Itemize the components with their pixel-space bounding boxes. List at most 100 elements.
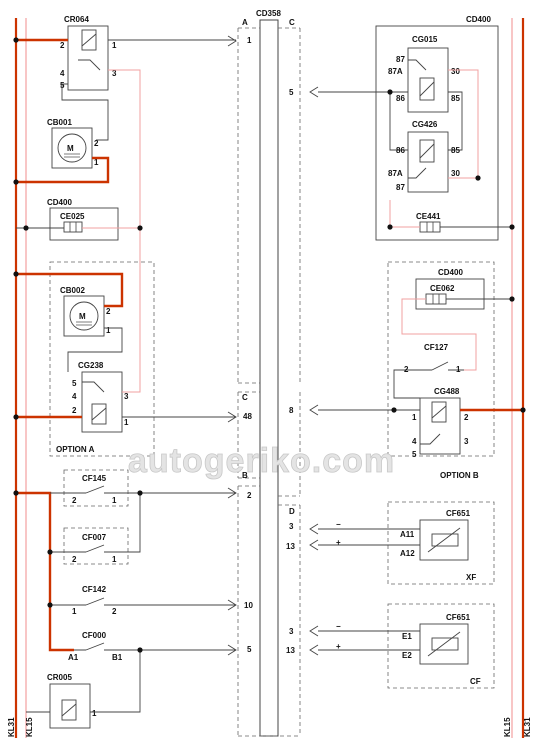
wire-cr064-3 — [108, 69, 141, 228]
cf000-pin-a1: A1 — [68, 653, 79, 662]
cd400-left-box — [49, 207, 119, 241]
cg488-relay — [419, 397, 461, 455]
cf000-pin-b1: B1 — [112, 653, 123, 662]
cf145-frame — [63, 469, 129, 507]
connector-section-a: A — [242, 18, 248, 27]
cf007-title: CF007 — [82, 533, 107, 542]
cg426-pin-86: 86 — [396, 146, 405, 155]
wire-ce062-cf127 — [401, 298, 477, 371]
connector-pin-5-right: 5 — [289, 88, 294, 97]
cb002-title: CB002 — [60, 286, 85, 295]
rail-kl15-right — [511, 18, 525, 738]
cg238-pin-1: 1 — [124, 418, 129, 427]
cr064-title: CR064 — [64, 15, 89, 24]
cf651-xf-sensor — [419, 519, 469, 561]
cg426-pin-30: 30 — [451, 169, 460, 178]
wire-kl31-switch-bus — [16, 491, 74, 652]
cg015-pin-86: 86 — [396, 94, 405, 103]
cf651-xf-title: CF651 — [446, 509, 471, 518]
cb001-title: CB001 — [47, 118, 72, 127]
cb001-pin-1: 1 — [94, 158, 99, 167]
cd400-b-title: CD400 — [438, 268, 463, 277]
cg015-pin-87: 87 — [396, 55, 405, 64]
cf000-switch — [74, 642, 236, 651]
connector-pin-c48: 48 — [243, 412, 252, 421]
wire-cg015-85-cg426 — [448, 91, 463, 151]
cb002-motor-symbol: M — [79, 312, 86, 321]
cg015-pin-87a: 87A — [388, 67, 403, 76]
cb002-pin-2: 2 — [106, 307, 111, 316]
ce025-title: CE025 — [60, 212, 85, 221]
wire-cb002-1-cg238 — [67, 327, 123, 372]
cf145-switch — [50, 485, 236, 494]
cg488-pin-1: 1 — [412, 413, 417, 422]
connector-title-cd358: CD358 — [256, 9, 281, 18]
cf127-title: CF127 — [424, 343, 449, 352]
cr005-title: CR005 — [47, 673, 72, 682]
cg488-title: CG488 — [434, 387, 460, 396]
rail-label-kl31-left: KL31 — [7, 717, 16, 737]
cf142-pin-1: 1 — [72, 607, 77, 616]
cg238-pin-5: 5 — [72, 379, 77, 388]
connector-pin-13-cf: 13 — [286, 646, 295, 655]
connector-pin-3-xf: 3 — [289, 522, 294, 531]
connector-pin-3-cf: 3 — [289, 627, 294, 636]
cg426-title: CG426 — [412, 120, 438, 129]
cr064-pin-2: 2 — [60, 41, 65, 50]
cr064-pin-5: 5 — [60, 81, 65, 90]
connector-section-b: B — [242, 471, 248, 480]
cf651-xf-pin-a11: A11 — [400, 530, 415, 539]
cf651-cf-sensor — [419, 623, 469, 665]
cg015-title: CG015 — [412, 35, 438, 44]
cg426-pin-87a: 87A — [388, 169, 403, 178]
cg488-pin-2: 2 — [464, 413, 469, 422]
cf007-pin-2: 2 — [72, 555, 77, 564]
cg015-pin-30: 30 — [451, 67, 460, 76]
connector-pin-5-left: 5 — [247, 645, 252, 654]
cb001-pin-2: 2 — [94, 139, 99, 148]
rail-label-kl15-left: KL15 — [25, 717, 34, 737]
rail-label-kl15-right: KL15 — [503, 717, 512, 737]
cd400-left-title: CD400 — [47, 198, 72, 207]
cr064-pin-3: 3 — [112, 69, 117, 78]
wire-cr005-1 — [90, 650, 141, 713]
cf142-pin-2: 2 — [112, 607, 117, 616]
wire-cg015-30 — [448, 69, 479, 178]
wire-cb001-1-ground — [16, 156, 110, 184]
connector-pin-10: 10 — [244, 601, 253, 610]
cg426-pin-87: 87 — [396, 183, 405, 192]
watermark: autogeriko.com — [128, 442, 395, 480]
connector-pin-8: 8 — [289, 406, 294, 415]
cf145-title: CF145 — [82, 474, 107, 483]
option-b-frame — [387, 261, 495, 457]
cr005-pin-1: 1 — [92, 709, 97, 718]
connector-pin-13-xf: 13 — [286, 542, 295, 551]
cf145-pin-1: 1 — [112, 496, 117, 505]
connector-pin-b2: 2 — [247, 491, 252, 500]
rail-label-kl31-right: KL31 — [523, 717, 532, 737]
wire-cf651-xf — [318, 528, 420, 546]
cf651-cf-minus: − — [336, 622, 341, 631]
cf651-cf-pin-e1: E1 — [402, 632, 412, 641]
cf127-switch — [400, 361, 464, 371]
ce062-title: CE062 — [430, 284, 455, 293]
cf007-frame — [63, 527, 129, 565]
cf651-cf-frame — [387, 603, 495, 689]
cr064-relay — [67, 25, 109, 91]
cf142-switch — [50, 597, 236, 606]
wire-cf127-cg488 — [393, 369, 420, 399]
wire-cb002-2-ground — [16, 272, 124, 308]
cg488-pin-3: 3 — [464, 437, 469, 446]
cg238-title: CG238 — [78, 361, 104, 370]
cr064-pin-4: 4 — [60, 69, 65, 78]
cg238-pin-4: 4 — [72, 392, 77, 401]
cg488-pin-5: 5 — [412, 450, 417, 459]
cg488-pin-4: 4 — [412, 437, 417, 446]
cg238-relay — [81, 371, 123, 433]
cb001-motor-symbol: M — [67, 144, 74, 153]
cf651-xf-minus: − — [336, 520, 341, 529]
cb002-motor — [63, 295, 105, 337]
wire-cr064-5-cb001 — [61, 83, 109, 141]
cb002-pin-1: 1 — [106, 326, 111, 335]
option-b-label: OPTION B — [440, 471, 479, 480]
